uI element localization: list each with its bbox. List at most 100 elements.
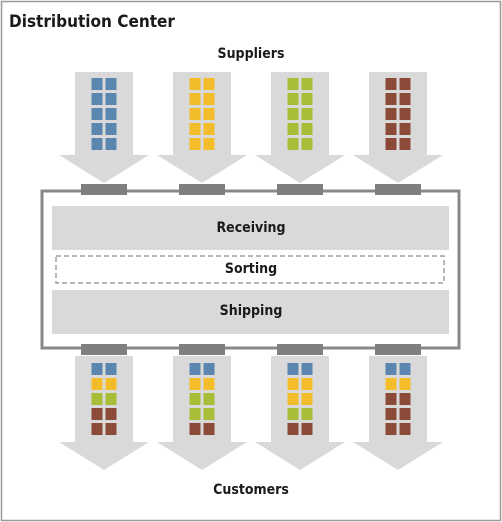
- customers-label: Customers: [213, 482, 289, 498]
- supplier-stack-cell: [189, 108, 201, 120]
- outbound-dock-door: [81, 344, 127, 355]
- supplier-stack-cell: [301, 93, 313, 105]
- customer-stack-cell: [189, 423, 201, 435]
- customer-stack-cell: [399, 378, 411, 390]
- customer-stack-cell: [91, 408, 103, 420]
- supplier-stack-cell: [287, 78, 299, 90]
- customer-stack-cell: [385, 408, 397, 420]
- supplier-stack-cell: [91, 108, 103, 120]
- supplier-stack-cell: [91, 93, 103, 105]
- supplier-stack-cell: [203, 138, 215, 150]
- customer-stack-cell: [287, 378, 299, 390]
- receiving-label: Receiving: [216, 220, 286, 236]
- supplier-stack-cell: [189, 138, 201, 150]
- supplier-stack-cell: [287, 93, 299, 105]
- customer-stack-cell: [203, 423, 215, 435]
- customer-stack-cell: [399, 408, 411, 420]
- supplier-arrow: [59, 72, 149, 183]
- suppliers-label: Suppliers: [217, 46, 285, 62]
- supplier-stack-cell: [105, 78, 117, 90]
- inbound-dock-door: [179, 184, 225, 195]
- supplier-stack-cell: [301, 78, 313, 90]
- customer-arrow: [157, 356, 247, 470]
- supplier-stack-cell: [385, 108, 397, 120]
- supplier-stack-cell: [301, 108, 313, 120]
- inbound-dock-door: [375, 184, 421, 195]
- customer-stack-cell: [91, 423, 103, 435]
- customer-stack-cell: [203, 363, 215, 375]
- customer-stack-cell: [203, 408, 215, 420]
- supplier-stack-cell: [189, 123, 201, 135]
- customer-stack-cell: [91, 378, 103, 390]
- outbound-dock-door: [179, 344, 225, 355]
- customer-stack-cell: [301, 423, 313, 435]
- supplier-stack-cell: [301, 138, 313, 150]
- customer-stack-cell: [399, 423, 411, 435]
- customer-stack-cell: [189, 408, 201, 420]
- supplier-stack-cell: [105, 138, 117, 150]
- customer-stack-cell: [287, 408, 299, 420]
- receiving-band: [52, 206, 449, 250]
- supplier-stack-cell: [399, 78, 411, 90]
- customer-arrow: [255, 356, 345, 470]
- supplier-stack-cell: [203, 78, 215, 90]
- customer-arrow: [353, 356, 443, 470]
- supplier-stack-cell: [287, 108, 299, 120]
- customer-stack-cell: [105, 393, 117, 405]
- supplier-stack-cell: [385, 123, 397, 135]
- supplier-stack-cell: [189, 78, 201, 90]
- supplier-stack-cell: [189, 93, 201, 105]
- supplier-stack-cell: [91, 78, 103, 90]
- supplier-stack-cell: [287, 138, 299, 150]
- shipping-band: [52, 290, 449, 334]
- inbound-dock-door: [277, 184, 323, 195]
- supplier-arrow: [157, 72, 247, 183]
- supplier-stack-cell: [385, 93, 397, 105]
- supplier-stack-cell: [399, 108, 411, 120]
- customer-arrow: [59, 356, 149, 470]
- supplier-stack-cell: [105, 123, 117, 135]
- customer-stack-cell: [189, 393, 201, 405]
- supplier-stack-cell: [399, 93, 411, 105]
- supplier-stack-cell: [385, 78, 397, 90]
- sorting-box: [55, 255, 445, 284]
- customer-stack-cell: [385, 378, 397, 390]
- customer-stack-cell: [385, 393, 397, 405]
- supplier-stack-cell: [203, 123, 215, 135]
- customer-stack-cell: [105, 408, 117, 420]
- supplier-stack-cell: [301, 123, 313, 135]
- supplier-stack-cell: [105, 93, 117, 105]
- customer-stack-cell: [105, 423, 117, 435]
- supplier-arrow: [353, 72, 443, 183]
- shipping-label: Shipping: [219, 303, 283, 319]
- outbound-dock-door: [375, 344, 421, 355]
- customer-stack-cell: [91, 363, 103, 375]
- customer-stack-cell: [287, 363, 299, 375]
- customer-stack-cell: [399, 393, 411, 405]
- supplier-stack-cell: [91, 138, 103, 150]
- supplier-stack-cell: [203, 93, 215, 105]
- diagram-title: Distribution Center: [9, 12, 175, 32]
- customer-stack-cell: [301, 408, 313, 420]
- sorting-label: Sorting: [224, 261, 278, 277]
- customer-stack-cell: [105, 378, 117, 390]
- customer-stack-cell: [287, 423, 299, 435]
- customer-stack-cell: [203, 393, 215, 405]
- customer-stack-cell: [105, 363, 117, 375]
- customer-stack-cell: [189, 378, 201, 390]
- customer-stack-cell: [385, 423, 397, 435]
- customer-stack-cell: [287, 393, 299, 405]
- supplier-stack-cell: [287, 123, 299, 135]
- supplier-stack-cell: [105, 108, 117, 120]
- supplier-arrow: [255, 72, 345, 183]
- customer-stack-cell: [301, 393, 313, 405]
- customer-stack-cell: [399, 363, 411, 375]
- outbound-dock-door: [277, 344, 323, 355]
- customer-stack-cell: [301, 363, 313, 375]
- supplier-stack-cell: [385, 138, 397, 150]
- customer-stack-cell: [91, 393, 103, 405]
- customer-stack-cell: [385, 363, 397, 375]
